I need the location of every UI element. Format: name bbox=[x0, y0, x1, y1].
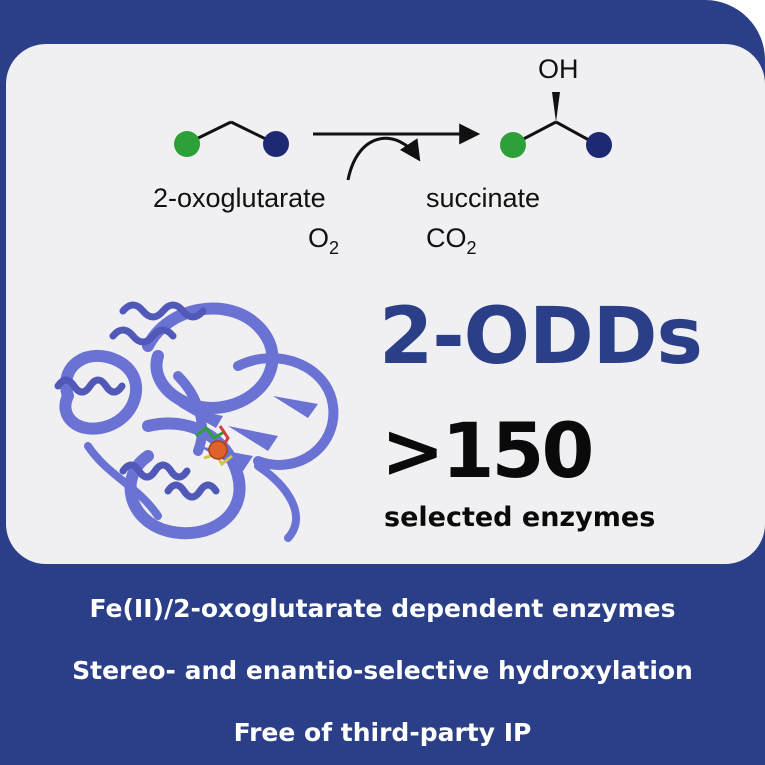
iron-center bbox=[208, 440, 228, 460]
feature-list: Fe(II)/2-oxoglutarate dependent enzymes … bbox=[0, 578, 765, 764]
content-panel: OH 2-oxoglutarate O2 succinate CO2 bbox=[6, 44, 765, 564]
product-molecule bbox=[500, 92, 612, 158]
green-atom bbox=[174, 131, 200, 157]
co2-label: CO2 bbox=[426, 223, 477, 258]
protein-structure-image bbox=[54, 301, 339, 542]
blue-atom bbox=[586, 132, 612, 158]
hydroxyl-label: OH bbox=[538, 54, 579, 84]
reaction-graphics bbox=[174, 92, 612, 181]
reaction-scheme: OH 2-oxoglutarate O2 succinate CO2 bbox=[6, 44, 765, 314]
blue-atom bbox=[263, 131, 289, 157]
wedge-bond bbox=[552, 92, 560, 122]
product-title: 2-ODDs bbox=[379, 292, 703, 382]
cosubstrate-curved-arrow bbox=[346, 136, 421, 181]
cosubstrate-label: 2-oxoglutarate bbox=[153, 183, 326, 213]
feature-item-selectivity: Stereo- and enantio-selective hydroxylat… bbox=[72, 656, 693, 685]
oxygen-label: O2 bbox=[308, 223, 340, 258]
feature-item-cofactor: Fe(II)/2-oxoglutarate dependent enzymes bbox=[89, 594, 676, 623]
coproduct-label: succinate bbox=[426, 183, 541, 213]
feature-item-ip: Free of third-party IP bbox=[233, 718, 532, 747]
green-atom bbox=[500, 132, 526, 158]
substrate-molecule bbox=[174, 120, 289, 157]
enzyme-count-caption: selected enzymes bbox=[384, 502, 656, 533]
enzyme-count: >150 bbox=[381, 406, 594, 495]
